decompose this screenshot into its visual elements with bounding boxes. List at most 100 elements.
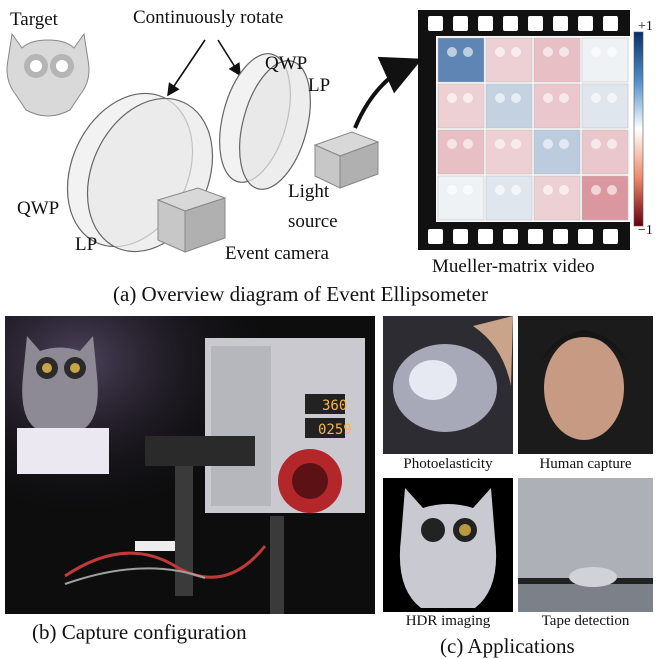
matrix-cell [533, 175, 581, 221]
matrix-cell-owl-eye [495, 139, 505, 149]
mueller-label: Mueller-matrix video [432, 256, 595, 277]
app-label-hdr-imaging: HDR imaging [405, 613, 491, 629]
lp-right-label: LP [308, 75, 331, 96]
display-bottom-readout: 0259 [318, 422, 352, 438]
light-source-icon [313, 131, 380, 189]
app-label-photoelasticity: Photoelasticity [403, 456, 493, 472]
matrix-cell [581, 37, 629, 83]
film-hole [578, 229, 593, 244]
matrix-cell-owl-eye [511, 185, 521, 195]
matrix-cell-owl-eye [591, 93, 601, 103]
matrix-cell-owl-eye [591, 47, 601, 57]
matrix-cell-owl-eye [543, 139, 553, 149]
film-hole [428, 16, 443, 31]
target-label: Target [10, 9, 58, 30]
qwp-right-label: QWP [265, 53, 308, 74]
matrix-cell-owl-eye [591, 139, 601, 149]
light-label-line1: Light [288, 181, 330, 202]
matrix-cell [533, 129, 581, 175]
matrix-cell-owl-eye [607, 185, 617, 195]
event-camera-label: Event camera [225, 243, 329, 264]
output-arrow [353, 56, 423, 129]
matrix-cell-owl-eye [607, 139, 617, 149]
matrix-cell-owl-eye [607, 93, 617, 103]
matrix-cell-owl-eye [447, 139, 457, 149]
matrix-cell-owl-eye [495, 47, 505, 57]
matrix-cell-owl-eye [463, 185, 473, 195]
app-photo-hdr-imaging [383, 478, 513, 612]
matrix-cell [533, 83, 581, 129]
matrix-cell [437, 83, 485, 129]
matrix-cell-owl-eye [543, 93, 553, 103]
overview-diagram [6, 10, 644, 253]
matrix-cell [437, 175, 485, 221]
matrix-cell-owl-eye [543, 47, 553, 57]
matrix-cell-owl-eye [447, 93, 457, 103]
film-hole [553, 229, 568, 244]
film-hole [453, 229, 468, 244]
matrix-cell-owl-eye [559, 93, 569, 103]
cable-icon [64, 545, 267, 579]
film-hole [528, 229, 543, 244]
matrix-cell-owl-eye [447, 185, 457, 195]
matrix-cell [485, 37, 533, 83]
matrix-cell-owl-eye [463, 139, 473, 149]
matrix-cell [485, 175, 533, 221]
owl-statue-icon [17, 336, 109, 474]
event-camera-icon [156, 187, 227, 253]
matrix-cell [485, 129, 533, 175]
rotate-arrow-left [167, 39, 206, 97]
matrix-cell-owl-eye [447, 47, 457, 57]
film-holes [428, 16, 618, 244]
matrix-cell-owl-eye [495, 93, 505, 103]
matrix-cell [581, 175, 629, 221]
film-hole [503, 229, 518, 244]
matrix-cell-owl-eye [463, 47, 473, 57]
app-photo-human-capture [518, 316, 653, 454]
matrix-cell-owl-eye [559, 47, 569, 57]
caption-a: (a) Overview diagram of Event Ellipsomet… [113, 282, 488, 306]
app-photo-tape-detection [518, 478, 653, 612]
mueller-matrix-grid [437, 37, 629, 221]
matrix-cell [581, 83, 629, 129]
film-hole [553, 16, 568, 31]
matrix-cell [533, 37, 581, 83]
matrix-cell [437, 129, 485, 175]
film-hole [603, 16, 618, 31]
matrix-cell-owl-eye [511, 93, 521, 103]
qwp-lp-right-icon [219, 53, 311, 190]
qwp-left-label: QWP [17, 198, 60, 219]
colorbar-max-label: +1 [638, 19, 653, 34]
film-hole [528, 16, 543, 31]
film-hole [503, 16, 518, 31]
matrix-cell [437, 37, 485, 83]
matrix-cell-owl-eye [543, 185, 553, 195]
matrix-cell-owl-eye [559, 139, 569, 149]
film-hole [578, 16, 593, 31]
matrix-cell-owl-eye [607, 47, 617, 57]
caption-b: (b) Capture configuration [32, 620, 247, 644]
display-top-readout: 360 [322, 398, 348, 414]
app-photo-photoelasticity [383, 316, 513, 454]
rotate-label: Continuously rotate [133, 7, 284, 28]
film-hole [478, 229, 493, 244]
film-hole [428, 229, 443, 244]
lp-left-label: LP [75, 234, 98, 255]
optical-rail-icon [145, 436, 255, 466]
colorbar-min-label: −1 [638, 223, 653, 238]
matrix-cell-owl-eye [495, 185, 505, 195]
colorbar [633, 31, 644, 227]
matrix-cell-owl-eye [591, 185, 601, 195]
matrix-cell-owl-eye [559, 185, 569, 195]
matrix-cell-owl-eye [463, 93, 473, 103]
caption-c: (c) Applications [440, 634, 575, 658]
rotate-arrow-right [217, 39, 241, 77]
matrix-cell-owl-eye [511, 47, 521, 57]
matrix-cell-owl-eye [511, 139, 521, 149]
capture-photo: 360 0259 [5, 316, 375, 614]
film-hole [453, 16, 468, 31]
light-label-line2: source [288, 211, 338, 232]
matrix-cell [485, 83, 533, 129]
film-hole [603, 229, 618, 244]
film-hole [478, 16, 493, 31]
